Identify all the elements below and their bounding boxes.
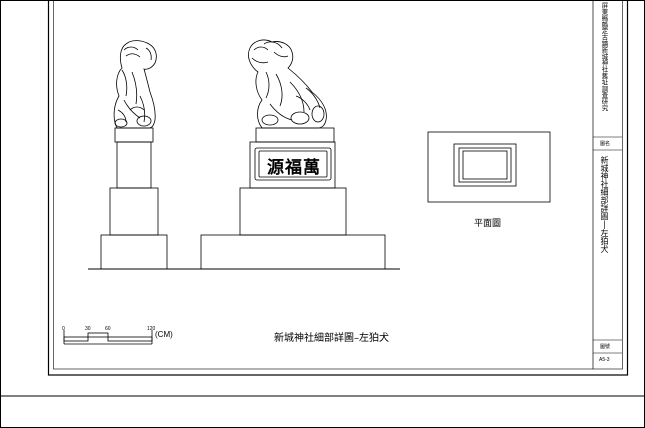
project-name: 屏東縣縣定古蹟新城神社舊址調查研究 <box>600 2 609 111</box>
scale-tick-120: 120 <box>147 326 156 332</box>
left-guardian-elevation <box>100 40 168 270</box>
sheet-border <box>47 0 629 376</box>
drawing-no: A5-3 <box>599 357 610 363</box>
center-guardian-elevation <box>200 39 386 270</box>
scale-tick-0: 0 <box>62 326 65 332</box>
drawing-name: 新城神社細部詳圖|左狛犬 <box>600 156 609 253</box>
scale-tick-60: 60 <box>105 326 111 332</box>
drawing-no-label: 圖號 <box>600 344 611 350</box>
plan-view <box>427 131 551 203</box>
sheet-title: 新城神社細部詳圖–左狛犬 <box>274 333 389 344</box>
inscription-text: 源福萬 <box>267 158 321 178</box>
title-block <box>592 0 622 369</box>
scale-unit-label: (CM) <box>155 330 173 339</box>
scale-tick-30: 30 <box>85 326 91 332</box>
plan-label: 平面圖 <box>474 219 502 229</box>
drawing-name-label: 圖名 <box>600 141 611 147</box>
scale-bar <box>63 330 153 345</box>
